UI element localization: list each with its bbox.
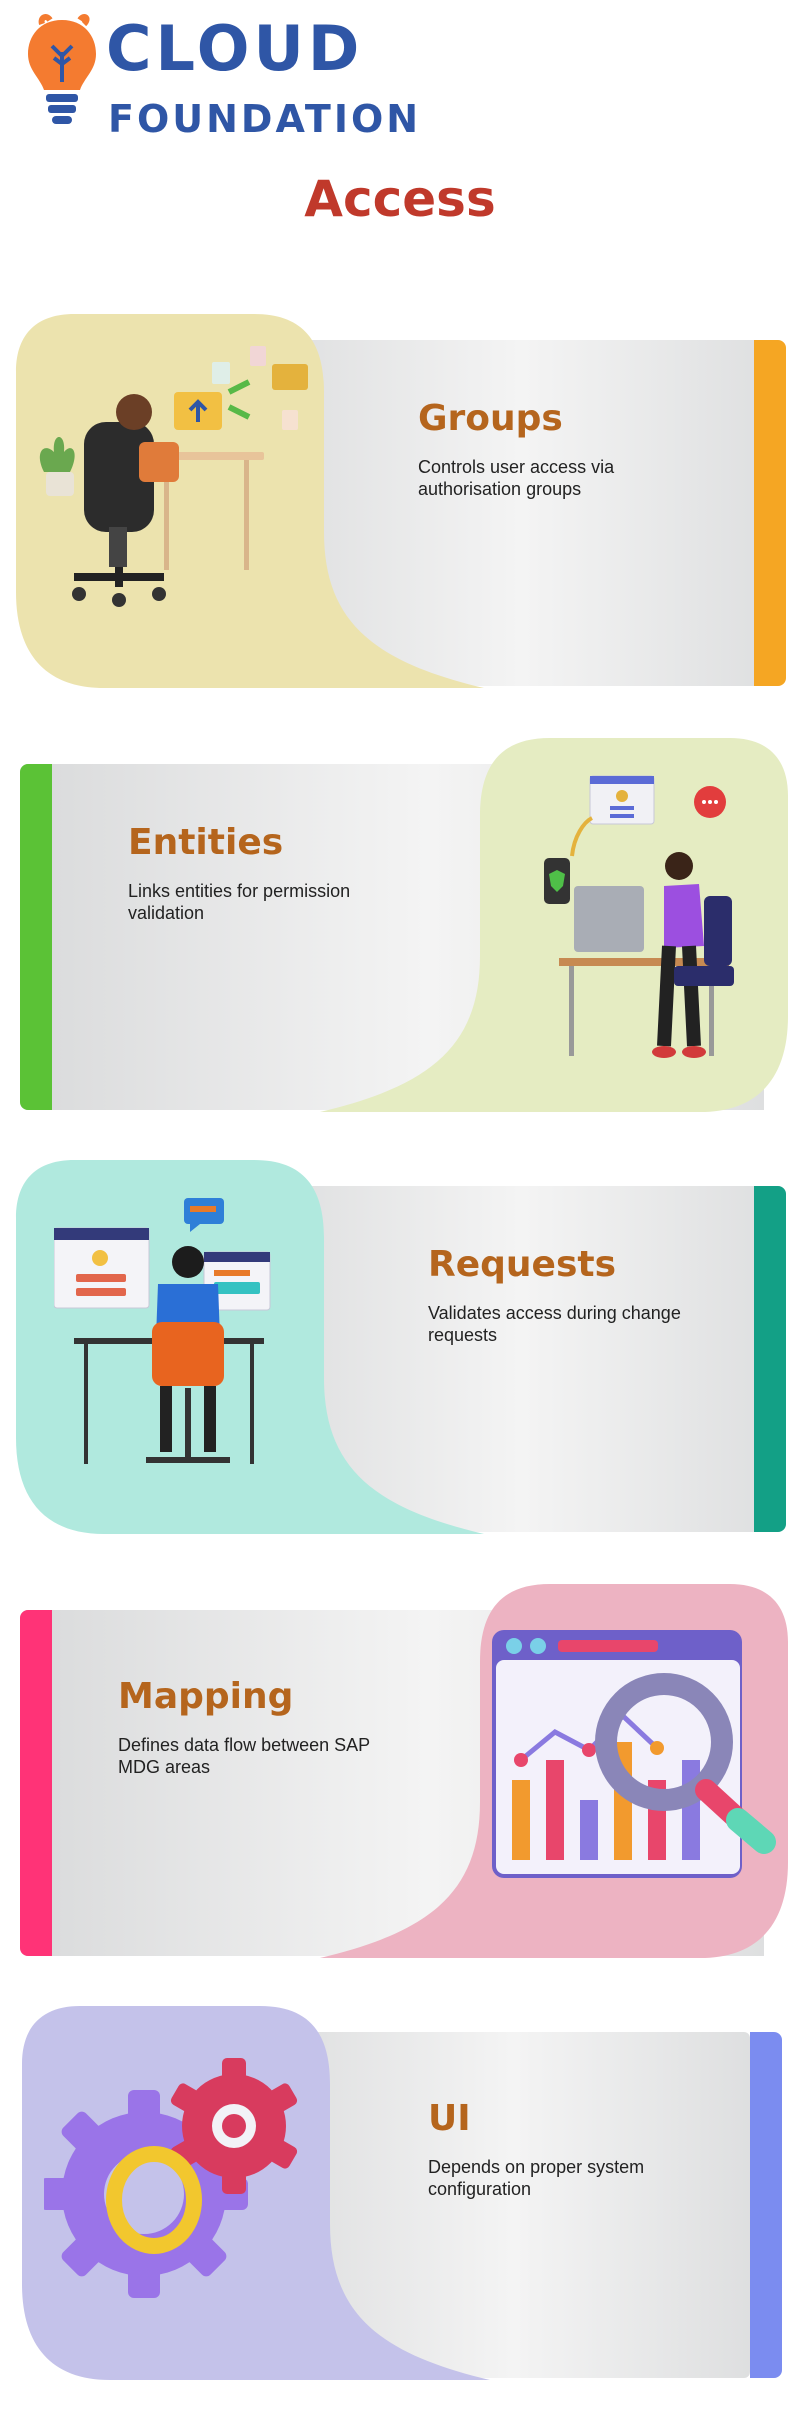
card-description: Validates access during change requests — [428, 1303, 681, 1345]
card-groups: Groups Controls user access via authoris… — [14, 312, 790, 688]
brand-name-line2: FOUNDATION — [108, 97, 422, 141]
card-entities: Entities Links entities for permission v… — [14, 736, 790, 1112]
person-at-desk-with-files-icon — [39, 346, 308, 607]
accent-stripe — [750, 2032, 782, 2378]
lightbulb-logo-icon — [28, 14, 96, 124]
accent-stripe — [754, 340, 786, 686]
card-title: Entities — [128, 822, 284, 863]
card-title: Mapping — [118, 1676, 294, 1717]
card-title: Groups — [418, 398, 563, 439]
brand-name-line1: CLOUD — [106, 12, 364, 85]
card-description: Defines data flow between SAP MDG areas — [118, 1735, 370, 1777]
card-description: Controls user access via authorisation g… — [418, 457, 615, 499]
card-title: UI — [428, 2098, 471, 2139]
card-requests: Requests Validates access during change … — [14, 1158, 790, 1534]
person-at-screens-login-icon — [54, 1198, 271, 1464]
gears-icon — [44, 2058, 298, 2298]
accent-stripe — [20, 764, 52, 1110]
brand-logo: CLOUD FOUNDATION — [22, 12, 492, 138]
card-description: Links entities for permission validation — [128, 881, 351, 923]
page-title: Access — [304, 170, 496, 228]
card-title: Requests — [428, 1244, 617, 1285]
card-ui: UI Depends on proper system configuratio… — [14, 2004, 790, 2380]
card-mapping: Mapping Defines data flow between SAP MD… — [14, 1582, 790, 1958]
accent-stripe — [754, 1186, 786, 1532]
card-description: Depends on proper system configuration — [428, 2157, 645, 2199]
chart-magnifier-icon — [492, 1630, 776, 1878]
accent-stripe — [20, 1610, 52, 1956]
person-at-computer-security-icon — [544, 775, 734, 1058]
